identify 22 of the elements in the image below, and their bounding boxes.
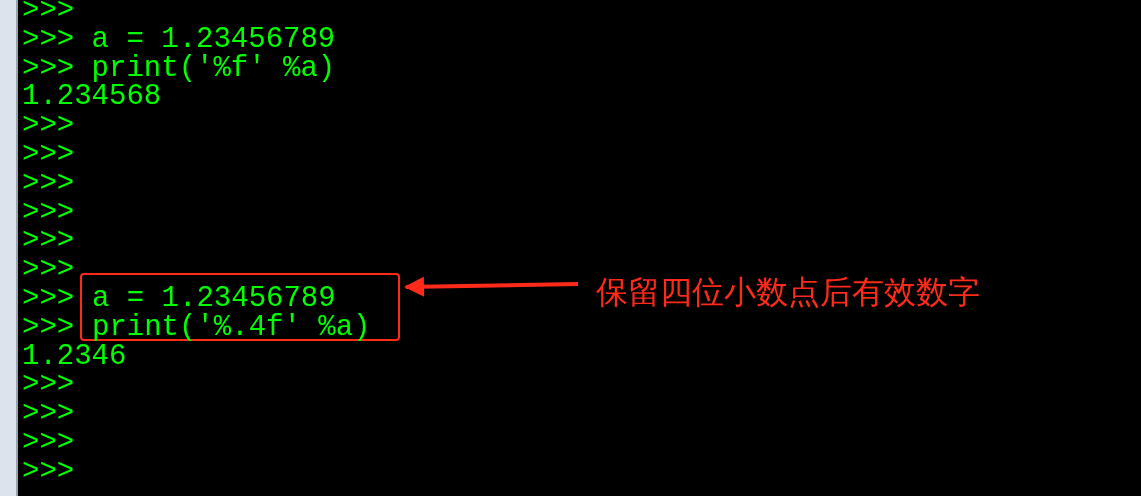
- arrow: [404, 276, 579, 297]
- highlight-frame: [80, 273, 400, 341]
- console-line: >>>: [22, 284, 75, 313]
- console-line: >>>: [22, 399, 75, 429]
- console-line: >>>: [22, 111, 75, 141]
- console-line: >>> print('%f' %a): [22, 53, 336, 83]
- annotation-text: 保留四位小数点后有效数字: [596, 272, 980, 312]
- console-line: >>>: [22, 140, 75, 169]
- console-line: 1.2346: [22, 341, 127, 371]
- console-line: >>>: [22, 370, 75, 400]
- console-line: >>>: [22, 168, 75, 198]
- console-line: >>> a = 1.23456789: [22, 24, 336, 54]
- console-line: >>>: [22, 312, 75, 342]
- code-line: print('%.4f' %a): [92, 312, 371, 342]
- console-line: >>>: [22, 197, 75, 227]
- console-line: >>>: [22, 0, 75, 25]
- console-line: 1.234568: [22, 82, 162, 112]
- console-line: >>>: [22, 226, 75, 256]
- console-line: >>>: [22, 255, 75, 285]
- code-line: a = 1.23456789: [92, 284, 336, 313]
- console-line: >>>: [22, 456, 75, 486]
- console-line: >>>: [22, 428, 75, 457]
